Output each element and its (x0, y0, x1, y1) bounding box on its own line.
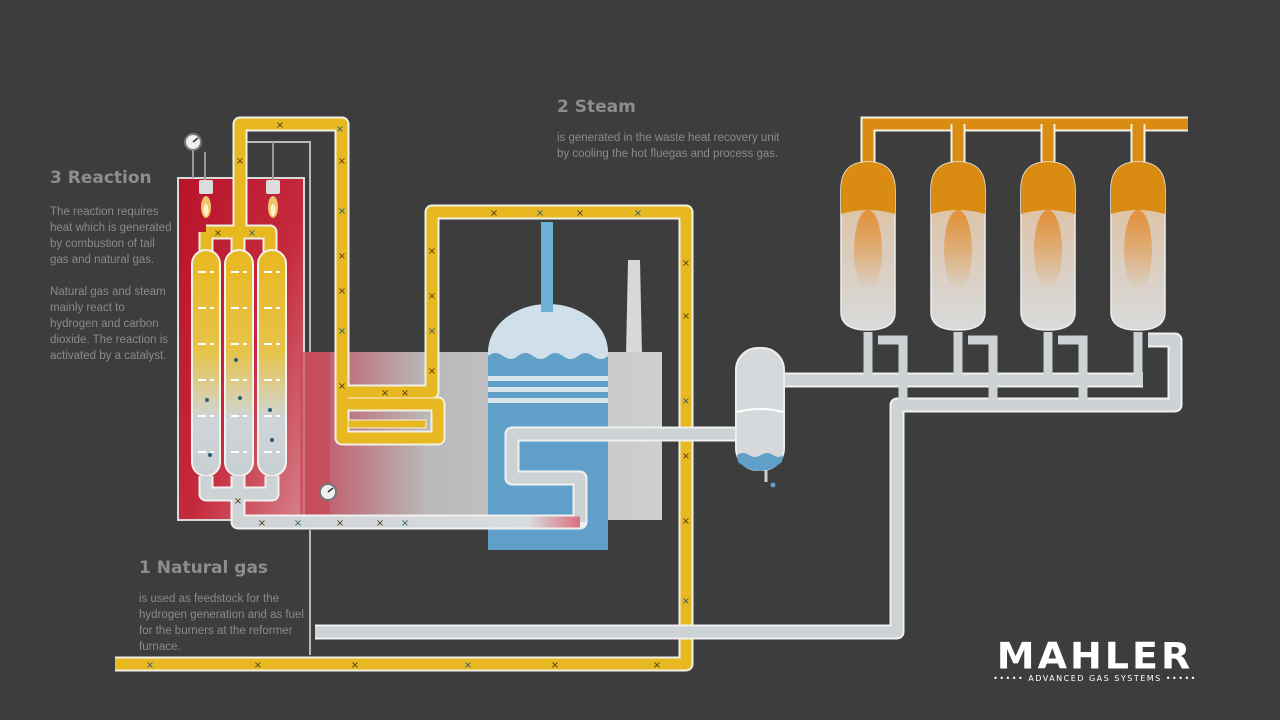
drum-internals (488, 376, 608, 381)
molecule-icon (208, 453, 212, 457)
molecule-icon: × (336, 124, 344, 135)
adsorber-connections (863, 332, 1143, 405)
furnace-outlet (300, 352, 330, 520)
molecule-icon (268, 408, 272, 412)
molecule-icon: × (381, 388, 389, 399)
molecule-icon: × (338, 206, 346, 217)
molecule-icon: × (428, 366, 436, 377)
burner-left (199, 180, 213, 218)
adsorber-vessel (840, 161, 896, 331)
water-surface (488, 352, 608, 359)
molecule-icon: × (682, 258, 690, 269)
gauge-icon (319, 483, 337, 501)
molecule-icon (234, 358, 238, 362)
separator-vessel (735, 347, 785, 488)
molecule-icon: × (376, 518, 384, 529)
molecule-icon: × (464, 660, 472, 671)
superheater-coil (347, 419, 427, 429)
steam-label: 2 Steam is generated in the waste heat r… (557, 97, 787, 162)
molecule-icon: × (428, 326, 436, 337)
molecule-icon (270, 438, 274, 442)
molecule-icon: × (490, 208, 498, 219)
molecule-icon: × (682, 516, 690, 527)
molecule-icon: × (338, 286, 346, 297)
natural-gas-label: 1 Natural gas is used as feedstock for t… (139, 558, 304, 655)
adsorber-vessel (930, 161, 986, 331)
fuel-line (240, 141, 311, 352)
molecule-icon: × (576, 208, 584, 219)
mahler-logo: MAHLER ••••• ADVANCED GAS SYSTEMS ••••• (982, 636, 1208, 684)
molecule-icon (238, 396, 242, 400)
molecule-icon: × (254, 660, 262, 671)
molecule-icon: × (338, 156, 346, 167)
molecule-icon: × (146, 660, 154, 671)
reaction-text-1: The reaction requires heat which is gene… (50, 206, 172, 266)
gauge-icon (184, 133, 202, 178)
molecule-icon: × (634, 208, 642, 219)
adsorber-vessel (1110, 161, 1166, 331)
molecule-icon: × (428, 246, 436, 257)
burner-right (266, 180, 280, 218)
molecule-icon: × (234, 496, 242, 507)
molecule-icon: × (682, 311, 690, 322)
reaction-title: 3 Reaction (50, 168, 152, 188)
molecule-icon: × (338, 381, 346, 392)
molecule-icon (205, 398, 209, 402)
adsorber-vessel (1020, 161, 1076, 331)
molecule-icon: × (338, 326, 346, 337)
steam-drum-dome (488, 304, 608, 352)
molecule-icon: × (214, 228, 222, 239)
molecule-icon: × (236, 156, 244, 167)
gas-molecules: × × × × × × × × × × × × × × × × × × × × × × × × × × × × × × × × × × × × × × × (146, 120, 690, 671)
reaction-text-2: Natural gas and steam mainly react to hy… (50, 286, 169, 362)
steam-title: 2 Steam (557, 97, 636, 117)
steam-riser (541, 222, 553, 312)
molecule-icon: × (401, 388, 409, 399)
molecule-icon: × (276, 120, 284, 131)
molecule-icon: × (682, 596, 690, 607)
molecule-icon: × (653, 660, 661, 671)
molecule-icon: × (551, 660, 559, 671)
molecule-icon: × (351, 660, 359, 671)
molecule-icon: × (401, 518, 409, 529)
molecule-icon: × (536, 208, 544, 219)
logo-name: MAHLER (996, 635, 1194, 677)
molecule-icon: × (336, 518, 344, 529)
molecule-icon: × (258, 518, 266, 529)
steam-text: is generated in the waste heat recovery … (557, 132, 780, 160)
reformer-tubes (191, 249, 287, 477)
natural-gas-text: is used as feedstock for the hydrogen ge… (139, 593, 304, 653)
molecule-icon: × (248, 228, 256, 239)
natural-gas-title: 1 Natural gas (139, 558, 269, 578)
molecule-icon: × (682, 396, 690, 407)
molecule-icon: × (682, 451, 690, 462)
molecule-icon: × (294, 518, 302, 529)
chimney (626, 260, 642, 355)
molecule-icon: × (428, 291, 436, 302)
reaction-label: 3 Reaction The reaction requires heat wh… (50, 168, 175, 364)
drum-internals (488, 387, 608, 392)
drum-internals (488, 398, 608, 403)
molecule-icon: × (338, 251, 346, 262)
logo-tagline: ••••• ADVANCED GAS SYSTEMS ••••• (993, 674, 1197, 683)
